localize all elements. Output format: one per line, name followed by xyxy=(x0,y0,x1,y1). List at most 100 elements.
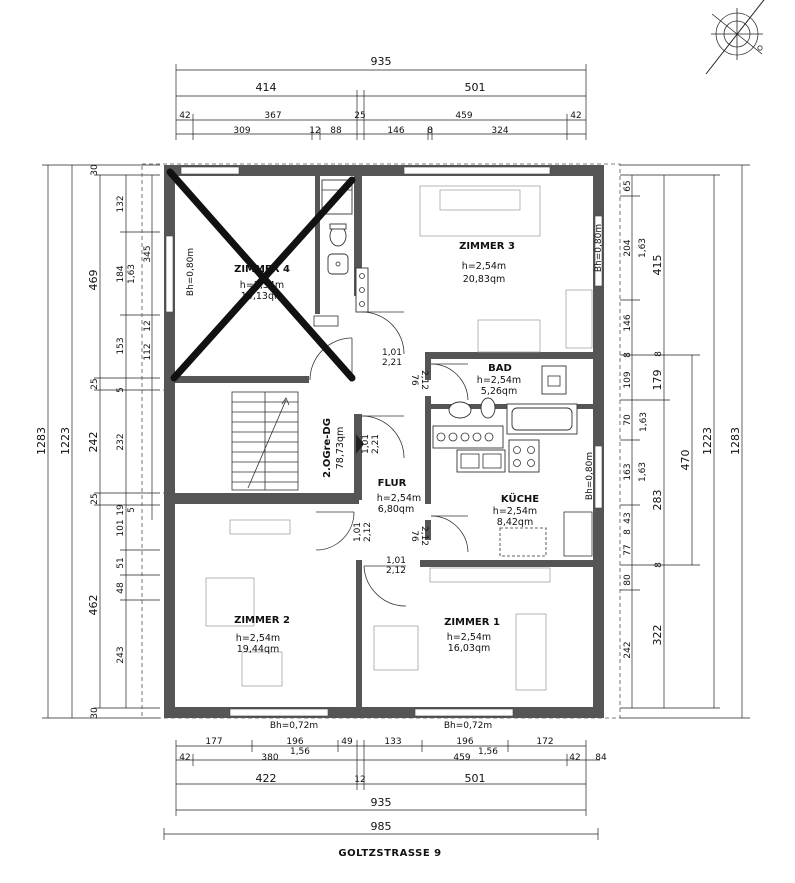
door-dim-h: 2,12 xyxy=(419,526,429,546)
room-area-zimmer4: 14,13qm xyxy=(241,291,283,302)
dim-right-c1: 8 xyxy=(623,529,633,535)
dim-left-c5: 345 xyxy=(143,245,153,262)
dim-bottom-r3: 422 xyxy=(256,772,277,785)
dim-bottom-r2: 84 xyxy=(595,753,607,763)
dim-left-c3: 462 xyxy=(87,595,100,616)
room-name-zimmer1: ZIMMER 1 xyxy=(444,617,500,628)
window-sill-zimmer1: Bh=0,72m xyxy=(444,721,492,731)
dim-right-outer: 1283 xyxy=(729,427,742,455)
room-area-zimmer3: 20,83qm xyxy=(463,274,505,285)
dim-bottom-r2: 42 xyxy=(569,753,580,763)
room-height-flur: h=2,54m xyxy=(377,493,421,504)
door-dim-w: 76 xyxy=(409,374,419,386)
dim-bottom-sub: 1,56 xyxy=(290,747,310,757)
dim-right-c1: 146 xyxy=(623,314,633,331)
window-sill-zimmer2: Bh=0,72m xyxy=(270,721,318,731)
dim-bottom-r3: 12 xyxy=(354,775,365,785)
stair-label: 2.OGre-DG xyxy=(322,418,333,478)
dim-right-c2: 415 xyxy=(651,255,664,276)
facade-outline xyxy=(141,163,621,719)
dimension-lines-top xyxy=(175,64,587,140)
dim-left-c3: 30 xyxy=(90,707,100,719)
dimension-lines-right xyxy=(620,164,750,719)
dim-right-c1b: 8 xyxy=(654,351,664,357)
street-label: GOLTZSTRASSE 9 xyxy=(338,848,441,859)
door-dim-w: 76 xyxy=(409,530,419,542)
dim-top-r3: 459 xyxy=(455,111,472,121)
dim-bottom-r1: 196 xyxy=(286,737,303,747)
dim-right-c1: 70 xyxy=(623,414,633,426)
dim-right-c1: 1,63 xyxy=(638,462,648,482)
dim-left-c3: 469 xyxy=(87,270,100,291)
door-dim-w: 1,01 xyxy=(361,434,371,454)
dim-bottom-r1: 177 xyxy=(205,737,222,747)
dim-top-r3: 367 xyxy=(264,111,281,121)
dim-right-c1: 8 xyxy=(623,352,633,358)
room-area-bad: 5,26qm xyxy=(481,386,517,397)
room-name-bad: BAD xyxy=(488,363,512,374)
room-area-zimmer2: 19,44qm xyxy=(237,644,279,655)
room-name-kueche: KÜCHE xyxy=(501,491,539,505)
dim-left-c4: 48 xyxy=(116,582,126,594)
dim-left-c4: 51 xyxy=(116,557,126,568)
walls xyxy=(164,165,604,718)
dim-right-c1: 1,63 xyxy=(638,238,648,258)
room-height-zimmer1: h=2,54m xyxy=(447,632,491,643)
dim-top-total: 935 xyxy=(371,55,392,68)
dim-top-r3: 42 xyxy=(570,111,581,121)
room-name-zimmer4: ZIMMER 4 xyxy=(234,264,290,275)
dim-right-c1b: 283 xyxy=(651,490,664,511)
dim-left-outer: 1283 xyxy=(35,427,48,455)
door-dim-w: 1,01 xyxy=(386,556,406,566)
door-dim-w: 1,01 xyxy=(353,522,363,542)
kitchen-fixtures xyxy=(432,425,593,557)
dimension-lines-left xyxy=(42,164,160,719)
dim-left-c3: 242 xyxy=(87,432,100,453)
dim-top-r3: 25 xyxy=(354,111,365,121)
dim-bottom-r1: 172 xyxy=(536,737,553,747)
dim-top-r4: 324 xyxy=(491,126,508,136)
room-name-zimmer2: ZIMMER 2 xyxy=(234,615,290,626)
door-dim-h: 2,12 xyxy=(386,566,406,576)
dim-left-c5: 5 xyxy=(116,387,126,393)
dim-right-c2: 470 xyxy=(679,450,692,471)
dim-right-c1b: 1,63 xyxy=(639,412,649,432)
compass-icon xyxy=(705,0,765,75)
dim-right-c1: 163 xyxy=(623,463,633,480)
door-dim-h: 2,12 xyxy=(363,522,373,542)
dim-right-c1: 80 xyxy=(623,574,633,586)
dim-top-r4: 88 xyxy=(330,126,342,136)
dim-left-c3: 30 xyxy=(90,164,100,176)
dim-left-c4: 132 xyxy=(116,195,126,212)
dim-bottom-r3: 501 xyxy=(465,772,486,785)
dim-bottom-r2: 459 xyxy=(453,753,470,763)
dim-top-r4: 8 xyxy=(427,126,433,136)
dim-top-r4: 309 xyxy=(233,126,250,136)
window-sill-zimmer4: Bh=0,80m xyxy=(186,248,196,296)
dim-right-c1: 242 xyxy=(623,641,633,658)
dim-top-left: 414 xyxy=(256,81,277,94)
dim-right-inner: 1223 xyxy=(701,427,714,455)
dim-left-c4: 1,63 xyxy=(127,264,137,284)
dim-top-r4: 146 xyxy=(387,126,404,136)
dim-left-c4: 153 xyxy=(116,337,126,354)
dim-bottom-sub: 1,56 xyxy=(478,747,498,757)
door-dim-h: 2,12 xyxy=(419,370,429,390)
dim-left-c5: 112 xyxy=(143,343,153,360)
dim-left-c4: 101 xyxy=(116,519,126,536)
dim-left-inner: 1223 xyxy=(59,427,72,455)
dim-bottom-r1: 196 xyxy=(456,737,473,747)
dim-left-c4: 243 xyxy=(116,646,126,663)
door-dim-w: 1,01 xyxy=(382,348,402,358)
dim-top-r3: 42 xyxy=(179,111,190,121)
room-height-bad: h=2,54m xyxy=(477,375,521,386)
dim-top-r4: 12 xyxy=(309,126,320,136)
door-dim-h: 2,21 xyxy=(382,358,402,368)
dim-left-c5: 19 xyxy=(116,504,126,516)
staircase xyxy=(231,391,299,491)
dim-bottom-outer: 985 xyxy=(371,820,392,833)
stair-area: 78,73qm xyxy=(335,427,346,469)
room-height-zimmer2: h=2,54m xyxy=(236,633,280,644)
dim-right-c1b: 8 xyxy=(654,562,664,568)
